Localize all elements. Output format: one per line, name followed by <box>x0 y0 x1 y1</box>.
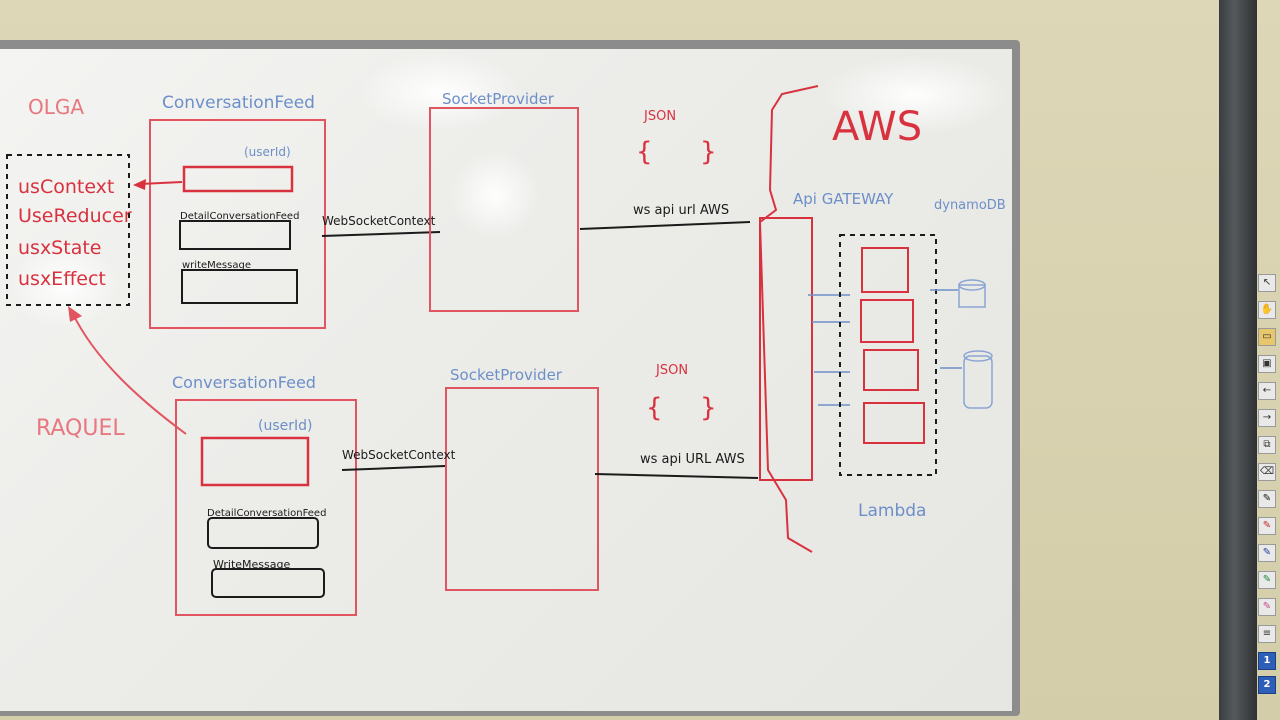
pen-red-icon[interactable]: ✎ <box>1258 517 1276 535</box>
top-brace-open: { <box>636 137 653 167</box>
hooks-dashed-box <box>6 154 130 306</box>
aws-bracket <box>758 85 819 553</box>
display-stand-pole <box>1219 0 1257 720</box>
pen-black-icon[interactable]: ✎ <box>1258 490 1276 508</box>
raquel-arrow-head <box>68 306 82 322</box>
top-context-line <box>321 231 441 237</box>
bottom-detail-field <box>207 517 319 549</box>
bottom-context-line <box>341 465 446 471</box>
lambda-function-box <box>863 349 919 391</box>
bottom-link-label: WebSocketContext <box>342 448 456 462</box>
top-json-label: JSON <box>643 109 676 124</box>
back-icon[interactable]: ← <box>1258 382 1276 400</box>
bottom-api-line <box>594 473 759 479</box>
bottom-feed-box <box>175 399 357 616</box>
top-provider-box <box>429 107 579 312</box>
bottom-userid-label: (userId) <box>258 418 312 434</box>
bottom-write-field <box>211 568 325 598</box>
raquel-arrow-line <box>71 311 187 435</box>
top-userid-field <box>182 165 294 193</box>
dynamo-cylinder-icon <box>963 355 993 409</box>
dynamo-label: dynamoDB <box>934 198 1006 213</box>
hook-item: usContext <box>18 176 114 198</box>
light-glare <box>10 240 120 330</box>
top-brace-close: } <box>700 137 717 167</box>
page-two-button[interactable]: 2 <box>1258 676 1276 694</box>
top-detail-field <box>179 220 291 250</box>
top-arrow-line <box>139 181 183 185</box>
lambda-dashed-box <box>839 234 937 476</box>
api-gateway-box <box>759 217 813 481</box>
bottom-api-label: ws api URL AWS <box>640 452 745 467</box>
top-detail-label: DetailConversationFeed <box>180 211 299 222</box>
top-write-label: writeMessage <box>182 260 251 271</box>
pen-green-icon[interactable]: ✎ <box>1258 571 1276 589</box>
hand-icon[interactable]: ✋ <box>1258 301 1276 319</box>
pointer-icon[interactable]: ↖ <box>1258 274 1276 292</box>
forward-icon[interactable]: → <box>1258 409 1276 427</box>
smartboard-toolbar: ↖ ✋ ▭ ▣ ← → ⧉ ⌫ ✎ ✎ ✎ ✎ ✎ ≡ 1 2 <box>1256 270 1280 700</box>
stack-icon[interactable]: ≡ <box>1258 625 1276 643</box>
top-api-label: ws api url AWS <box>633 203 729 218</box>
top-feed-title: ConversationFeed <box>162 93 315 113</box>
pen-blue-icon[interactable]: ✎ <box>1258 544 1276 562</box>
top-write-field <box>181 269 298 304</box>
lambda-label: Lambda <box>858 501 926 521</box>
eraser-icon[interactable]: ⌫ <box>1258 463 1276 481</box>
api-gateway-label: Api GATEWAY <box>793 190 894 208</box>
aws-title: AWS <box>832 104 922 150</box>
hook-item: usxState <box>18 237 101 259</box>
bottom-json-label: JSON <box>655 363 688 378</box>
bottom-brace-close: } <box>700 393 717 423</box>
bottom-brace-open: { <box>646 393 663 423</box>
pen-pink-icon[interactable]: ✎ <box>1258 598 1276 616</box>
top-feed-box <box>149 119 326 329</box>
bottom-detail-label: DetailConversationFeed <box>207 508 326 519</box>
card-icon[interactable]: ▣ <box>1258 355 1276 373</box>
lambda-function-box <box>861 247 909 293</box>
dynamo-cylinder-icon <box>963 350 993 362</box>
bottom-write-label: WriteMessage <box>213 558 290 571</box>
light-glare <box>820 55 1010 135</box>
light-glare <box>450 150 540 240</box>
top-arrow-head <box>133 179 146 190</box>
dynamo-cylinder-icon <box>958 284 986 308</box>
top-userid-label: (userId) <box>244 145 291 159</box>
bottom-userid-field <box>200 436 310 487</box>
top-link-label: WebSocketContext <box>322 214 436 228</box>
hook-item: UseReducer <box>18 205 132 227</box>
raquel-label: RAQUEL <box>36 416 125 441</box>
bottom-provider-box <box>445 387 599 591</box>
note-icon[interactable]: ▭ <box>1258 328 1276 346</box>
copy-icon[interactable]: ⧉ <box>1258 436 1276 454</box>
lambda-function-box <box>863 402 925 444</box>
bottom-provider-title: SocketProvider <box>450 366 563 384</box>
top-api-line <box>579 221 751 230</box>
top-provider-title: SocketProvider <box>442 90 555 108</box>
light-glare <box>355 52 525 132</box>
page-one-button[interactable]: 1 <box>1258 652 1276 670</box>
olga-label: OLGA <box>28 95 84 119</box>
lambda-function-box <box>860 299 914 343</box>
bottom-feed-title: ConversationFeed <box>172 373 316 392</box>
hook-item: usxEffect <box>18 268 106 290</box>
